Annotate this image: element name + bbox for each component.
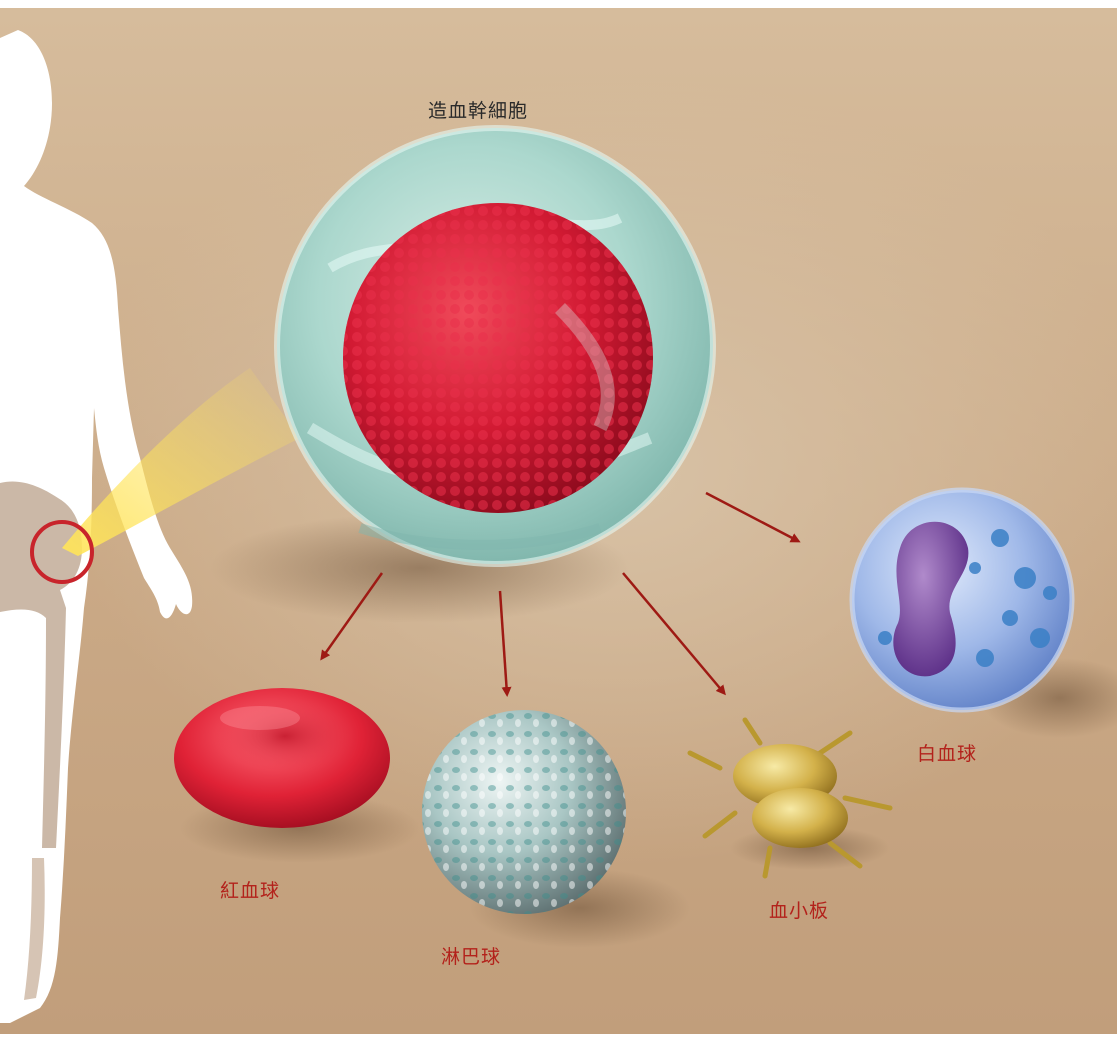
arrow-to-white-blood-cell [706,493,798,541]
white-blood-cell [852,490,1072,710]
lymphocyte-label: 淋巴球 [441,942,501,969]
lymphocyte [422,710,626,914]
stem-cell [277,128,713,564]
platelet-label: 血小板 [769,896,829,923]
illustration-canvas: 造血幹細胞 紅血球 淋巴球 血小板 白血球 [0,8,1117,1034]
red-blood-cell [174,688,390,828]
white-blood-cell-label: 白血球 [917,739,977,766]
stem-cell-label: 造血幹細胞 [428,96,528,123]
arrow-to-platelet [623,573,724,693]
diagram-svg [0,8,1117,1034]
red-blood-cell-label: 紅血球 [220,876,280,903]
